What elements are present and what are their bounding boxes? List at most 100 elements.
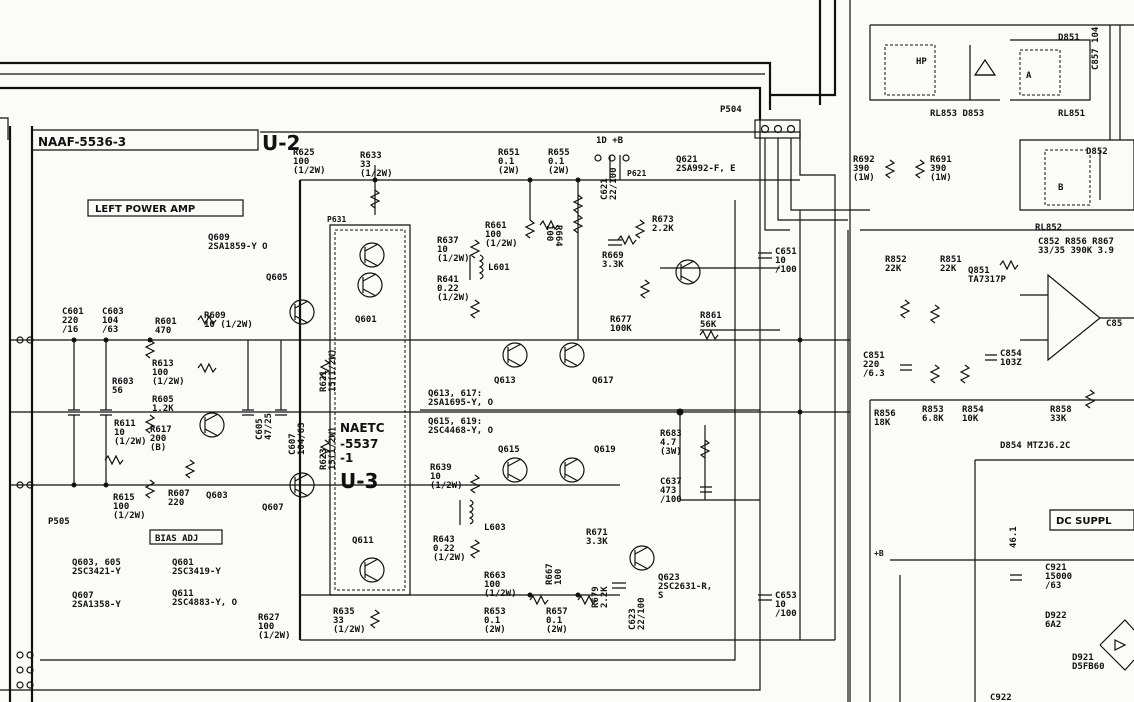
component-label-line: Q603 xyxy=(206,491,228,501)
component-label-line: R669 xyxy=(602,251,624,261)
component-label-line: 18K xyxy=(874,418,891,428)
component-label-line: (1/2W) xyxy=(114,437,147,447)
component-label-line: C603 xyxy=(102,307,124,317)
component-label-line: 2SA992-F, E xyxy=(676,164,736,174)
connector-p504-label: P504 xyxy=(720,105,742,115)
component-label-line: 2.2K xyxy=(652,224,674,234)
component-label-c621: C62122/100 xyxy=(600,167,619,200)
component-label-q611: Q611 xyxy=(352,536,374,546)
section-title: LEFT POWER AMP xyxy=(95,204,195,215)
p621-label: P621 xyxy=(627,169,646,178)
component-label-line: (1/2W) xyxy=(437,293,470,303)
component-label-line: R655 xyxy=(548,148,570,158)
component-label-line: R609 xyxy=(204,311,226,321)
component-label-q607: Q607 xyxy=(262,503,284,513)
component-label-line: 46.1 xyxy=(1009,526,1019,548)
component-label-line: R637 xyxy=(437,236,459,246)
component-label-line: R856 xyxy=(874,409,896,419)
component-label-line: (1/2W) xyxy=(113,511,146,521)
component-label-line: 100 xyxy=(293,157,309,167)
component-label-line: 2SA1695-Y, O xyxy=(428,398,494,408)
component-label-line: 0.1 xyxy=(548,157,564,167)
component-label-line: L601 xyxy=(488,263,510,273)
relay-section xyxy=(869,24,1134,211)
component-label-line: Q607 xyxy=(72,591,94,601)
component-label-d852: D852 xyxy=(1086,147,1108,157)
inductor-symbols xyxy=(459,254,484,525)
component-label-line: (B) xyxy=(150,443,166,453)
component-label-line: TA7317P xyxy=(968,275,1007,285)
component-label-line: RL852 xyxy=(1035,223,1062,233)
component-label-line: R603 xyxy=(112,377,134,387)
component-label-c922: C922 xyxy=(990,693,1012,702)
component-label-relay-b: B xyxy=(1058,183,1064,193)
component-label-line: 2SC2631-R, xyxy=(658,582,712,592)
component-label-line: 33/35 390K 3.9 xyxy=(1038,246,1114,256)
component-label-line: 0.22 xyxy=(437,284,459,294)
component-label-line: /100 xyxy=(775,609,797,619)
component-label-line: 15(1/2W) xyxy=(328,349,338,392)
p505-pins xyxy=(16,154,630,689)
component-label-line: R641 xyxy=(437,275,459,285)
component-label-line: C607 xyxy=(288,433,298,455)
component-label-line: C854 xyxy=(1000,349,1022,359)
component-label-line: 22/100 xyxy=(609,167,619,200)
component-label-q615: Q615 xyxy=(498,445,520,455)
component-label-line: Q615, 619: xyxy=(428,417,482,427)
component-label-line: R633 xyxy=(360,151,382,161)
component-label-line: (1/2W) xyxy=(433,553,466,563)
component-label-line: R653 xyxy=(484,607,506,617)
component-label-line: C653 xyxy=(775,591,797,601)
component-label-line: 10 xyxy=(775,256,786,266)
component-label-line: R623 xyxy=(319,448,329,470)
main-unit-label: U-2 xyxy=(262,131,300,155)
component-label-line: 220 xyxy=(863,360,879,370)
sub-board-label-1: NAETC xyxy=(340,421,385,435)
component-label-line: 2SA1358-Y xyxy=(72,600,121,610)
component-label-line: R605 xyxy=(152,395,174,405)
sub-board-label-3: -1 xyxy=(340,451,353,465)
component-label-line: R664 xyxy=(553,225,563,247)
component-label-line: R692 xyxy=(853,155,875,165)
component-label-line: 10 xyxy=(437,245,448,255)
component-label-line: Q601 xyxy=(172,558,194,568)
plus-b-label: 1D +B xyxy=(596,136,624,146)
dc-supply-label: DC SUPPL xyxy=(1056,516,1112,527)
component-label-line: 390 xyxy=(930,164,946,174)
component-label-r623: R62315(1/2W) xyxy=(319,427,338,470)
component-label-line: R615 xyxy=(113,493,135,503)
component-label-line: 100 xyxy=(152,368,168,378)
component-label-line: (1/2W) xyxy=(333,625,366,635)
component-label-line: 2SA1859-Y O xyxy=(208,242,268,252)
p631-label: P631 xyxy=(327,215,346,224)
resistor-symbols xyxy=(104,159,1096,629)
component-label-line: D921 xyxy=(1072,653,1094,663)
component-label-line: C85 xyxy=(1106,319,1122,329)
component-label-line: 10K xyxy=(962,414,979,424)
component-label-line: R617 xyxy=(150,425,172,435)
component-label-line: C852 R856 R867 xyxy=(1038,237,1114,247)
component-label-line: R671 xyxy=(586,528,608,538)
